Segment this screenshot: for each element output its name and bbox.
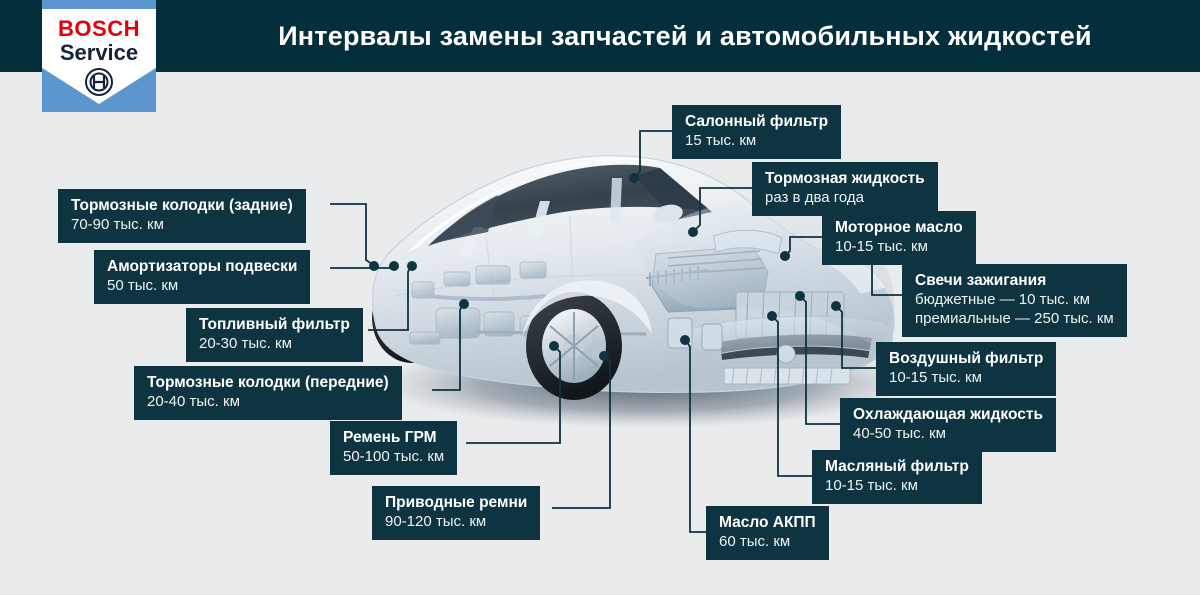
callout-title: Масляный фильтр [825,458,969,475]
callout-drive-belts[interactable]: Приводные ремни 90-120 тыс. км [372,486,541,540]
callout-title: Топливный фильтр [199,316,350,333]
callout-brake-pads-rear[interactable]: Тормозные колодки (задние) 70-90 тыс. км [58,189,306,243]
header-bar: Интервалы замены запчастей и автомобильн… [0,0,1200,72]
callout-shock-absorbers[interactable]: Амортизаторы подвески 50 тыс. км [94,250,311,304]
callout-value: 50 тыс. км [107,277,179,294]
callout-value: 10-15 тыс. км [889,369,982,386]
callout-cabin-filter[interactable]: Салонный фильтр 15 тыс. км [672,105,842,159]
callout-title: Моторное масло [835,219,963,236]
logo-sub-text: Service [59,40,139,65]
callout-value-budget: бюджетные — 10 тыс. км [915,291,1090,308]
callout-title: Амортизаторы подвески [107,258,298,275]
car-illustration [316,96,936,436]
callout-brake-fluid[interactable]: Тормозная жидкость раз в два года [752,162,938,216]
callout-coolant[interactable]: Охлаждающая жидкость 40-50 тыс. км [840,398,1056,452]
callout-title: Тормозные колодки (задние) [71,197,293,214]
callout-value: раз в два года [765,189,865,206]
callout-title: Ремень ГРМ [343,429,437,446]
callout-value: 20-40 тыс. км [147,393,240,410]
callout-value: 90-120 тыс. км [385,513,487,530]
callout-value: 20-30 тыс. км [199,335,292,352]
callout-air-filter[interactable]: Воздушный фильтр 10-15 тыс. км [876,342,1057,396]
callout-value-premium: премиальные — 250 тыс. км [915,310,1114,327]
callout-value: 60 тыс. км [719,533,791,550]
callout-title: Масло АКПП [719,514,816,531]
cutaway-sedan-svg [371,155,914,428]
logo-brand-text: BOSCH [58,16,140,41]
callout-fuel-filter[interactable]: Топливный фильтр 20-30 тыс. км [186,308,363,362]
bosch-service-logo: BOSCH Service [42,0,156,112]
callout-title: Тормозные колодки (передние) [147,374,389,391]
callout-value: 10-15 тыс. км [835,238,928,255]
callout-title: Тормозная жидкость [765,170,925,187]
bosch-armature-icon [85,68,113,96]
page-title: Интервалы замены запчастей и автомобильн… [278,20,1092,51]
callout-value: 40-50 тыс. км [853,425,946,442]
callout-transmission-oil[interactable]: Масло АКПП 60 тыс. км [706,506,829,560]
callout-title: Воздушный фильтр [889,350,1044,367]
callout-timing-belt[interactable]: Ремень ГРМ 50-100 тыс. км [330,421,458,475]
callout-value: 15 тыс. км [685,132,757,149]
callout-title: Свечи зажигания [915,272,1047,289]
callout-brake-pads-front[interactable]: Тормозные колодки (передние) 20-40 тыс. … [134,366,402,420]
callout-title: Охлаждающая жидкость [853,406,1043,423]
callout-oil-filter[interactable]: Масляный фильтр 10-15 тыс. км [812,450,982,504]
callout-engine-oil[interactable]: Моторное масло 10-15 тыс. км [822,211,976,265]
callout-value: 70-90 тыс. км [71,216,164,233]
callout-value: 50-100 тыс. км [343,448,445,465]
callout-spark-plugs[interactable]: Свечи зажигания бюджетные — 10 тыс. км п… [902,264,1127,337]
callout-title: Приводные ремни [385,494,528,511]
callout-value: 10-15 тыс. км [825,477,918,494]
callout-title: Салонный фильтр [685,113,829,130]
